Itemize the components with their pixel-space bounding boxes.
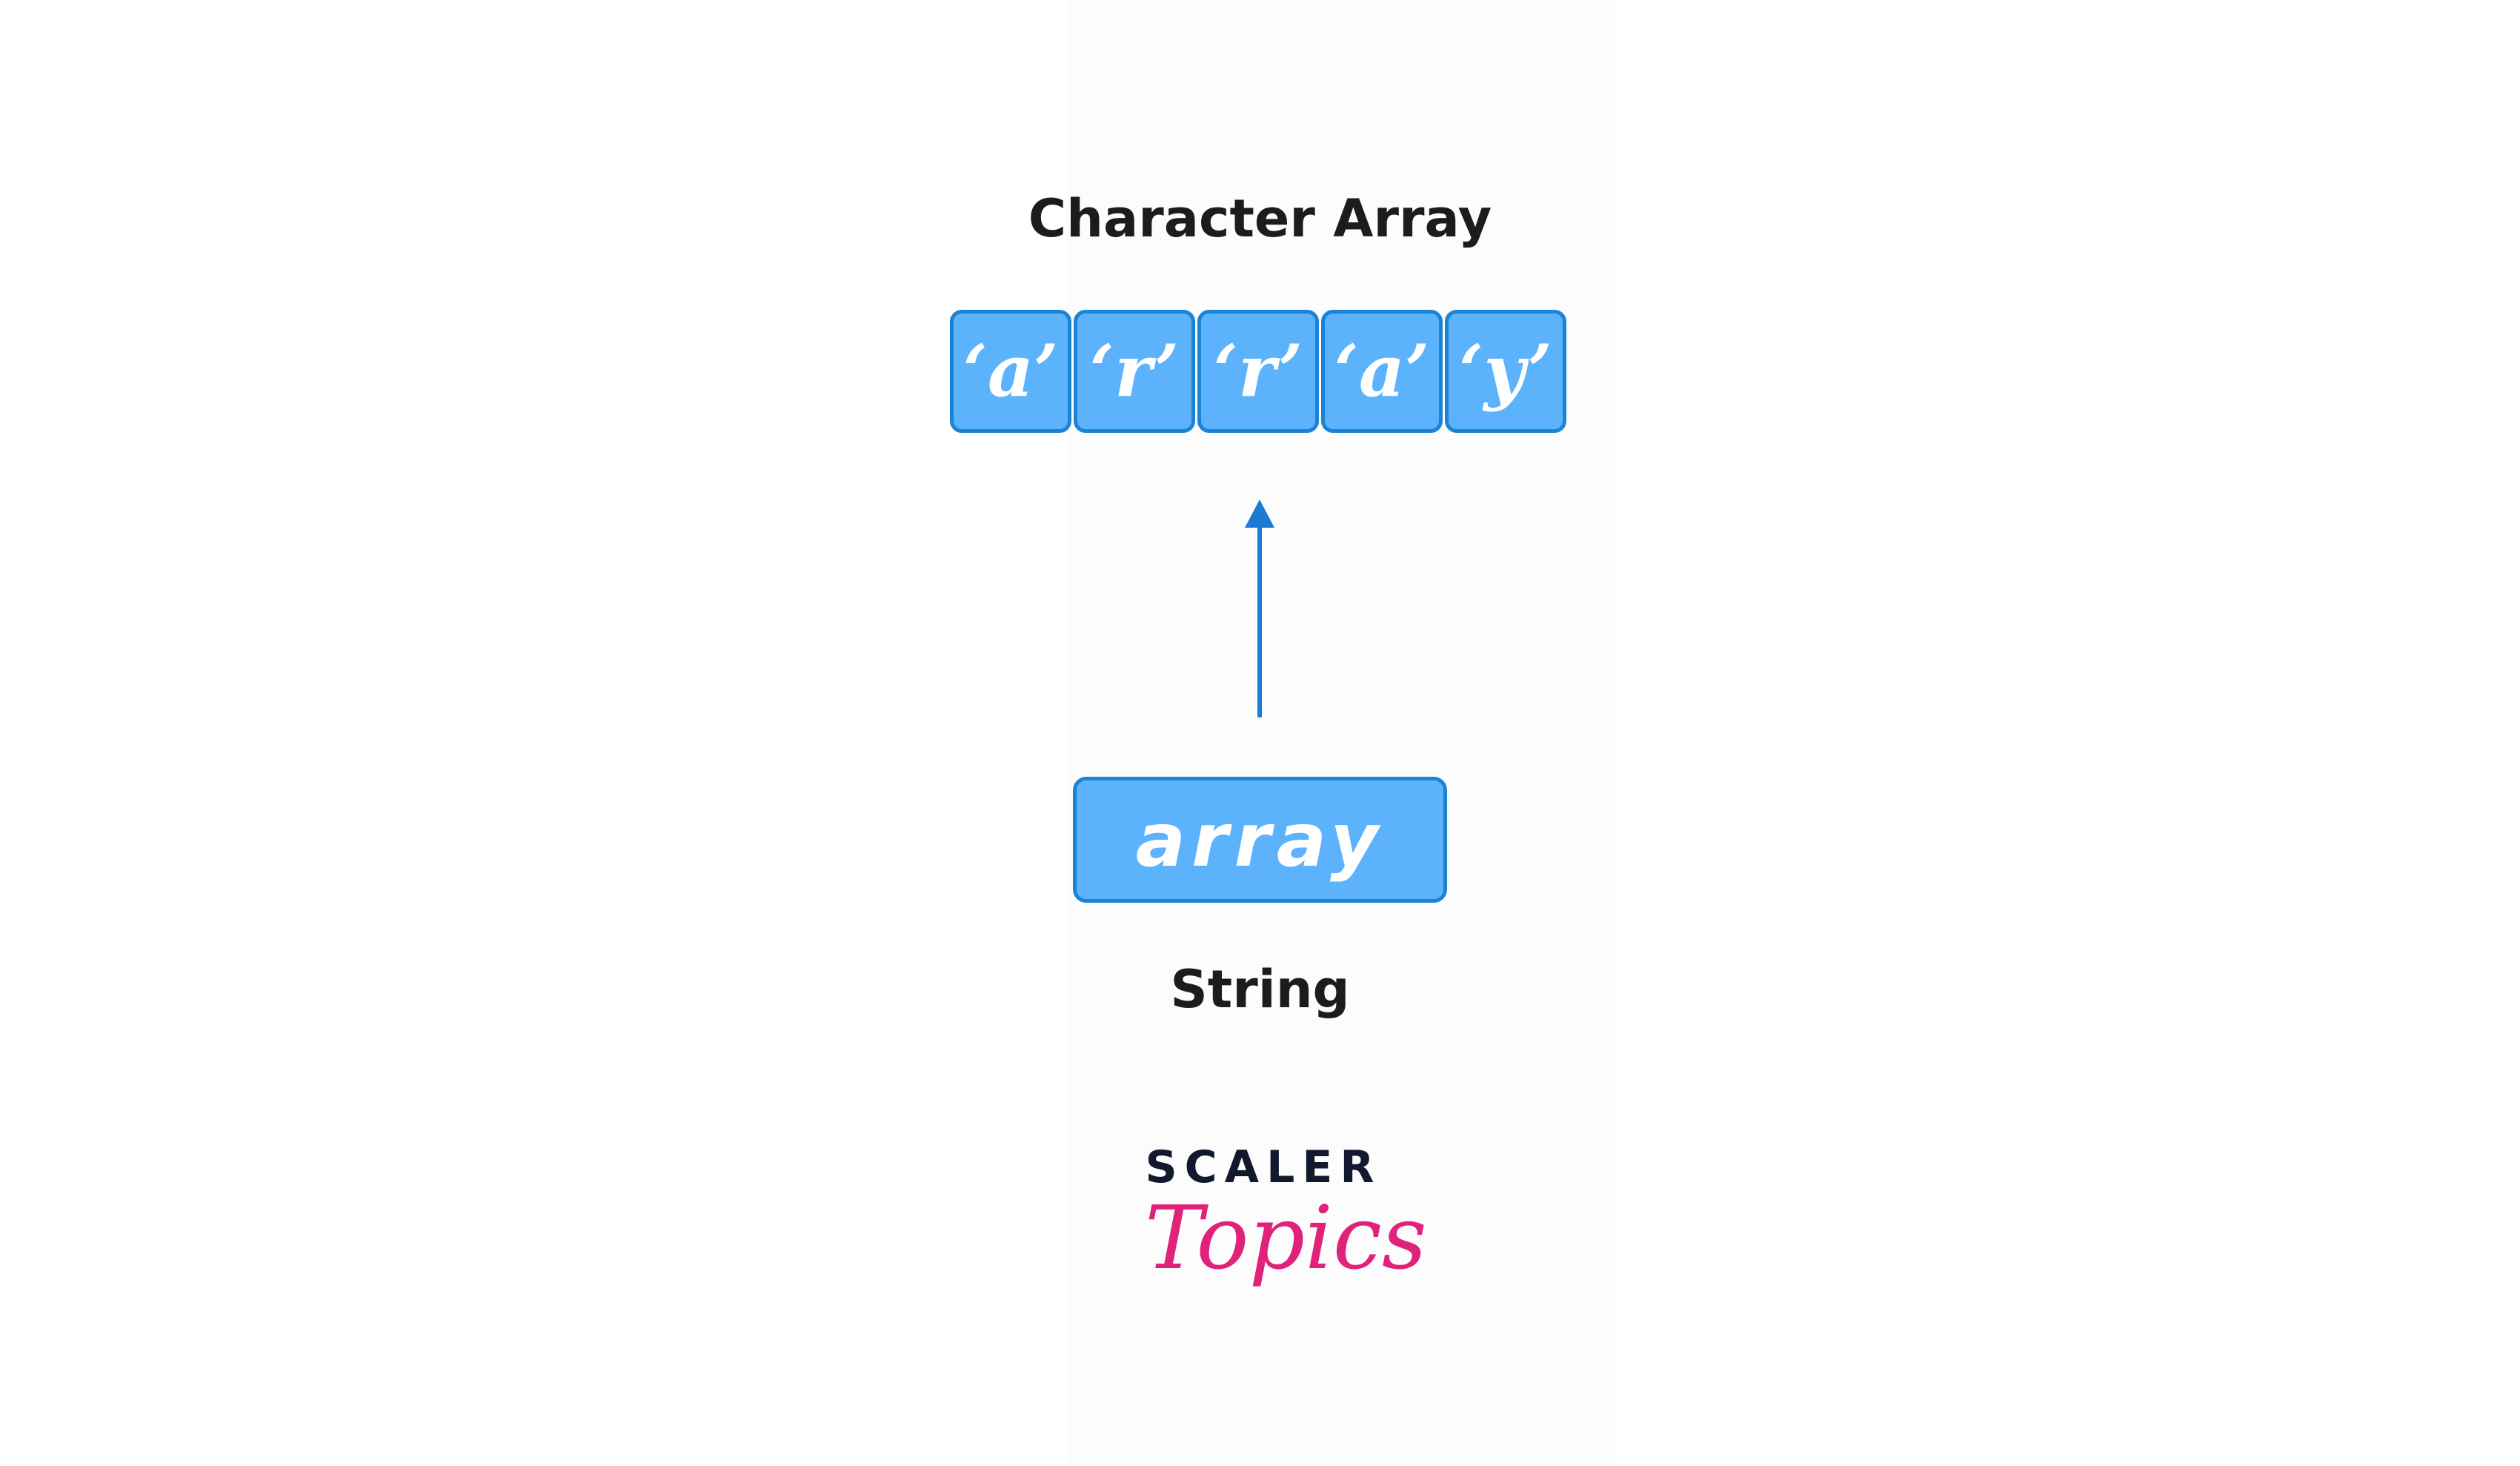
string-label: String	[1170, 959, 1350, 1020]
logo-scaler-text: SCALER	[1145, 1141, 1382, 1193]
char-cell: ‘y’	[1445, 310, 1566, 433]
up-arrow-icon	[1245, 500, 1274, 717]
logo-topics-text: Topics	[1145, 1187, 1427, 1289]
string-box: array	[1073, 777, 1447, 903]
background-panel	[1066, 0, 1615, 1466]
char-cell: ‘a’	[1321, 310, 1443, 433]
character-array: ‘a’ ‘r’ ‘r’ ‘a’ ‘y’	[950, 310, 1566, 433]
scaler-topics-logo: SCALER Topics	[1145, 1134, 1427, 1327]
char-cell: ‘r’	[1197, 310, 1319, 433]
character-array-label: Character Array	[1028, 188, 1492, 249]
char-cell: ‘r’	[1074, 310, 1195, 433]
char-cell: ‘a’	[950, 310, 1071, 433]
